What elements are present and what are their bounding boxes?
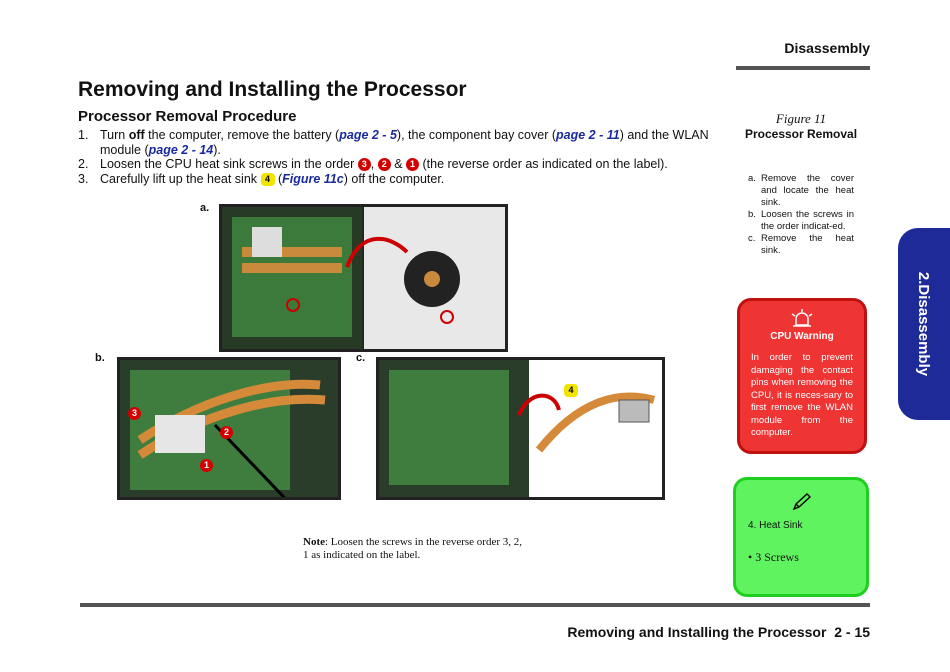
heatsink-badge-4: 4 bbox=[260, 172, 275, 186]
page-footer: Removing and Installing the Processor 2 … bbox=[567, 624, 870, 640]
figure-a-illustration bbox=[222, 207, 505, 349]
header-rule bbox=[736, 66, 870, 70]
page-subtitle: Processor Removal Procedure bbox=[78, 108, 297, 125]
step-2: 2. Loosen the CPU heat sink screws in th… bbox=[78, 157, 668, 172]
figure-b-photo: 3 2 1 bbox=[117, 357, 341, 500]
figure-number: Figure 11 bbox=[775, 111, 827, 126]
figure-title: Processor Removal bbox=[744, 127, 858, 141]
cpu-warning-box: CPU Warning In order to prevent damaging… bbox=[737, 298, 867, 454]
link-figure-11c[interactable]: Figure 11c bbox=[282, 171, 344, 186]
screw-badge-2: 2 bbox=[377, 158, 391, 172]
step-1: 1. Turn off the computer, remove the bat… bbox=[78, 128, 709, 157]
callout-2: 2 bbox=[220, 426, 233, 439]
figure-b-label: b. bbox=[95, 352, 105, 364]
pencil-icon bbox=[792, 493, 812, 511]
callout-1: 1 bbox=[200, 459, 213, 472]
figure-b-illustration bbox=[120, 360, 338, 497]
figure-a-photo bbox=[219, 204, 508, 352]
figure-note: Note: Loosen the screws in the reverse o… bbox=[303, 536, 523, 561]
callout-3: 3 bbox=[128, 407, 141, 420]
chapter-tab[interactable]: 2.Disassembly bbox=[898, 228, 950, 420]
footer-title: Removing and Installing the Processor bbox=[567, 624, 827, 640]
chapter-tab-label: 2.Disassembly bbox=[915, 271, 933, 377]
page-number: 2 - 15 bbox=[834, 624, 870, 640]
link-battery[interactable]: page 2 - 5 bbox=[339, 128, 397, 142]
tip-bullet-screws: • 3 Screws bbox=[748, 550, 799, 564]
tip-box: 4. Heat Sink • 3 Screws bbox=[733, 477, 869, 597]
footer-rule bbox=[80, 603, 870, 607]
figure-c-photo: 4 bbox=[376, 357, 665, 500]
link-bay-cover[interactable]: page 2 - 11 bbox=[556, 128, 620, 142]
warning-title: CPU Warning bbox=[770, 331, 834, 342]
figure-a-label: a. bbox=[200, 202, 210, 214]
warning-text: In order to prevent damaging the contact… bbox=[751, 352, 853, 438]
link-wlan[interactable]: page 2 - 14 bbox=[148, 142, 214, 157]
figure-c-illustration bbox=[379, 360, 662, 497]
tip-item-heat-sink: 4. Heat Sink bbox=[748, 520, 803, 531]
sidebar-item-b: b.Loosen the screws in the order indicat… bbox=[748, 209, 854, 232]
screw-badge-3: 3 bbox=[357, 158, 371, 172]
sidebar-figure-caption: Figure 11 Processor Removal bbox=[736, 111, 866, 142]
sidebar-item-a: a.Remove the cover and locate the heat s… bbox=[748, 173, 854, 208]
step-3: 3. Carefully lift up the heat sink 4 (Fi… bbox=[78, 171, 445, 186]
procedure-steps: 1. Turn off the computer, remove the bat… bbox=[78, 128, 718, 186]
alarm-bell-icon bbox=[791, 309, 813, 327]
sidebar-steps: a.Remove the cover and locate the heat s… bbox=[748, 173, 854, 257]
page-title: Removing and Installing the Processor bbox=[78, 78, 467, 101]
section-header: Disassembly bbox=[784, 40, 870, 56]
figure-c-label: c. bbox=[356, 352, 366, 364]
screw-badge-1: 1 bbox=[406, 158, 420, 172]
callout-4: 4 bbox=[564, 384, 578, 397]
sidebar-item-c: c.Remove the heat sink. bbox=[748, 233, 854, 256]
